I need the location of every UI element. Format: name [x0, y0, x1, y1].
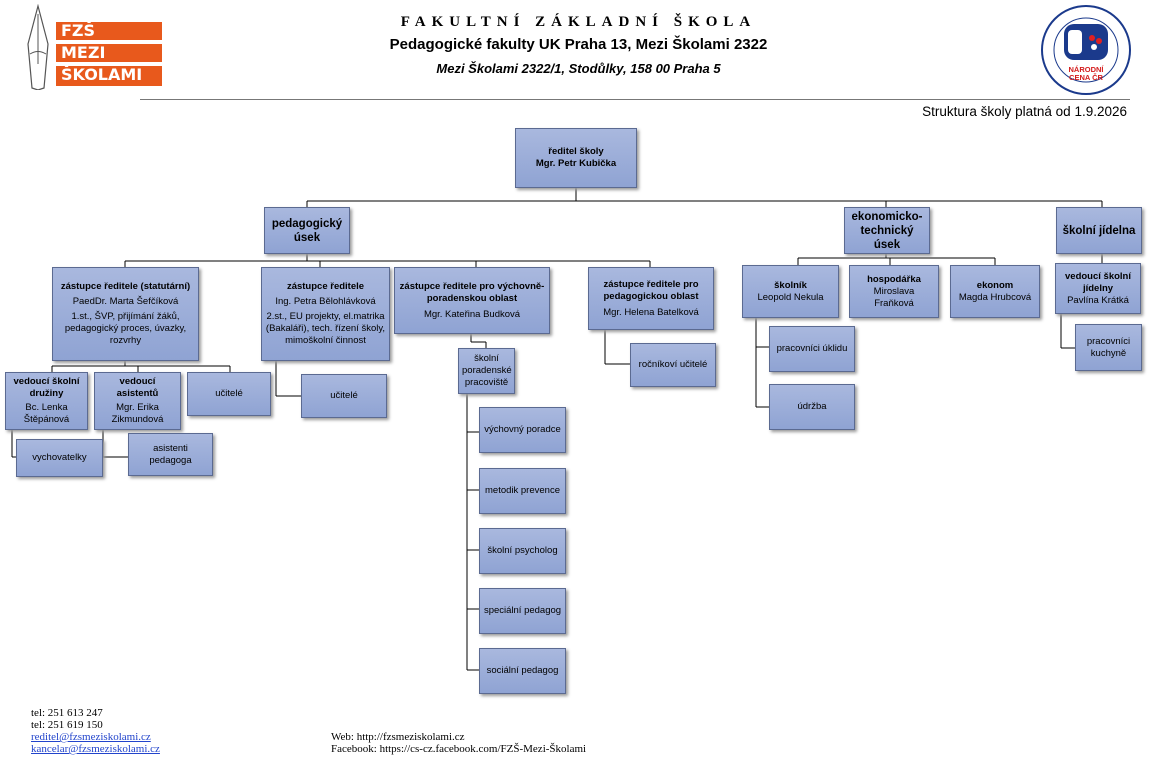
teaching-assistants-label: asistenti pedagoga — [149, 442, 192, 466]
assistants-head-title: vedoucí asistentů — [116, 376, 159, 399]
footer-email-office-link[interactable]: kancelar@fzsmeziskolami.cz — [31, 743, 160, 755]
seal-label: NÁRODNÍ CENA ČR — [1040, 66, 1132, 82]
social-pedagogue-label: sociální pedagog — [486, 665, 559, 676]
prevention-methodist-label: metodik prevence — [485, 485, 560, 496]
deputy-name: Ing. Petra Bělohlávková — [275, 296, 376, 307]
deputy-counseling-title: zástupce ředitele pro výchovně-poradensk… — [399, 280, 545, 304]
special-pedagogue-label: speciální pedagog — [483, 605, 562, 616]
maintenance-label: údržba — [797, 401, 827, 412]
seal-label-line-2: CENA ČR — [1069, 73, 1103, 82]
bursar-box: hospodářka Miroslava Fraňková — [849, 265, 939, 318]
logo-line-1: FZŠ — [56, 22, 162, 40]
school-subtitle: Pedagogické fakulty UK Praha 13, Mezi Šk… — [389, 36, 768, 53]
seal-label-line-1: NÁRODNÍ — [1068, 65, 1104, 74]
validity-note: Struktura školy platná od 1.9.2026 — [922, 104, 1127, 119]
teachers-2-label: učitelé — [330, 390, 358, 401]
deputy-duties: 2.st., EU projekty, el.matrika (Bakaláři… — [265, 311, 386, 346]
cleaning-staff-box: pracovníci úklidu — [769, 326, 855, 372]
deputy-statutory-name: PaedDr. Marta Šefčíková — [72, 296, 179, 307]
director-title: ředitel školy — [548, 146, 604, 157]
footer-facebook: Facebook: https://cs-cz.facebook.com/FZŠ… — [331, 743, 587, 755]
after-school-head-box: vedoucí školní družiny Bc. Lenka Štěpáno… — [5, 372, 88, 430]
kitchen-staff-box: pracovníci kuchyně — [1075, 324, 1142, 371]
footer-website: Web: http://fzsmeziskolami.cz — [331, 731, 465, 743]
logo-line-3: ŠKOLAMI — [56, 66, 162, 86]
deputy-title: zástupce ředitele — [286, 281, 365, 292]
educators-label: vychovatelky — [32, 452, 87, 463]
director-name: Mgr. Petr Kubička — [535, 158, 617, 169]
kitchen-staff-label: pracovníci kuchyně — [1086, 335, 1131, 359]
after-school-head-name: Bc. Lenka Štěpánová — [23, 402, 70, 425]
grade-teachers-box: ročníkoví učitelé — [630, 343, 716, 387]
educational-counselor-box: výchovný poradce — [479, 407, 566, 453]
economist-title: ekonom — [976, 279, 1014, 291]
cleaning-staff-label: pracovníci úklidu — [776, 343, 848, 354]
award-seal-icon — [1041, 5, 1131, 95]
canteen-head-box: vedoucí školní jídelny Pavlína Krátká — [1055, 263, 1141, 314]
economic-section-title: ekonomicko-technický úsek — [851, 210, 923, 251]
canteen-head-name: Pavlína Krátká — [1067, 294, 1129, 306]
after-school-head-title: vedoucí školní družiny — [13, 376, 80, 399]
school-logo: FZŠ MEZI ŠKOLAMI — [18, 4, 162, 90]
assistants-head-box: vedoucí asistentů Mgr. Erika Zikmundová — [94, 372, 181, 430]
logo-line-2: MEZI — [56, 44, 162, 62]
teachers-label: učitelé — [215, 388, 243, 399]
footer-web: Web: http://fzsmeziskolami.cz Facebook: … — [331, 731, 586, 755]
deputy-counseling-box: zástupce ředitele pro výchovně-poradensk… — [394, 267, 550, 334]
bursar-name: Miroslava Fraňková — [873, 285, 915, 309]
school-address: Mezi Školami 2322/1, Stodůlky, 158 00 Pr… — [436, 61, 721, 76]
director-box: ředitel školy Mgr. Petr Kubička — [515, 128, 637, 188]
footer-phone-1: tel: 251 613 247 — [31, 707, 103, 719]
deputy-statutory-title: zástupce ředitele (statutární) — [60, 281, 191, 292]
header-divider — [140, 99, 1130, 100]
deputy-pedagogical-box: zástupce ředitele pro pedagogickou oblas… — [588, 267, 714, 330]
deputy-statutory-box: zástupce ředitele (statutární) PaedDr. M… — [52, 267, 199, 361]
canteen-section-title: školní jídelna — [1062, 224, 1136, 237]
deputy-pedagogical-name: Mgr. Helena Batelková — [603, 306, 699, 318]
counseling-center-box: školní poradenské pracoviště — [458, 348, 515, 394]
pedagogical-section-title: pedagogický úsek — [271, 217, 343, 244]
assistants-head-name: Mgr. Erika Zikmundová — [111, 402, 164, 425]
economic-section-box: ekonomicko-technický úsek — [844, 207, 930, 254]
social-pedagogue-box: sociální pedagog — [479, 648, 566, 694]
deputy-box: zástupce ředitele Ing. Petra Bělohlávkov… — [261, 267, 390, 361]
bursar-title: hospodářka — [867, 273, 921, 285]
caretaker-box: školník Leopold Nekula — [742, 265, 839, 318]
school-psychologist-box: školní psycholog — [479, 528, 566, 574]
deputy-pedagogical-title: zástupce ředitele pro pedagogickou oblas… — [603, 278, 699, 302]
national-award-seal: NÁRODNÍ CENA ČR — [1040, 4, 1132, 96]
teaching-assistants-box: asistenti pedagoga — [128, 433, 213, 476]
footer-email-director-link[interactable]: reditel@fzsmeziskolami.cz — [31, 731, 151, 743]
counseling-center-label: školní poradenské pracoviště — [462, 353, 512, 388]
footer-phone-2: tel: 251 619 150 — [31, 719, 103, 731]
pedagogical-section-box: pedagogický úsek — [264, 207, 350, 254]
educators-box: vychovatelky — [16, 439, 103, 477]
canteen-head-title: vedoucí školní jídelny — [1065, 270, 1131, 294]
economist-name: Magda Hrubcová — [958, 291, 1032, 303]
economist-box: ekonom Magda Hrubcová — [950, 265, 1040, 318]
canteen-section-box: školní jídelna — [1056, 207, 1142, 254]
educational-counselor-label: výchovný poradce — [484, 424, 561, 435]
pen-nib-icon — [27, 4, 49, 90]
deputy-statutory-duties: 1.st., ŠVP, přijímání žáků, pedagogický … — [64, 311, 187, 346]
teachers-2-box: učitelé — [301, 374, 387, 418]
caretaker-title: školník — [774, 279, 807, 291]
maintenance-box: údržba — [769, 384, 855, 430]
prevention-methodist-box: metodik prevence — [479, 468, 566, 514]
grade-teachers-label: ročníkoví učitelé — [638, 359, 708, 370]
special-pedagogue-box: speciální pedagog — [479, 588, 566, 634]
deputy-counseling-name: Mgr. Kateřina Budková — [423, 308, 521, 320]
footer-contacts: tel: 251 613 247 tel: 251 619 150 redite… — [31, 707, 160, 755]
school-psychologist-label: školní psycholog — [487, 545, 558, 556]
caretaker-name: Leopold Nekula — [757, 291, 824, 303]
teachers-box: učitelé — [187, 372, 271, 416]
school-name: FAKULTNÍ ZÁKLADNÍ ŠKOLA — [400, 14, 757, 30]
